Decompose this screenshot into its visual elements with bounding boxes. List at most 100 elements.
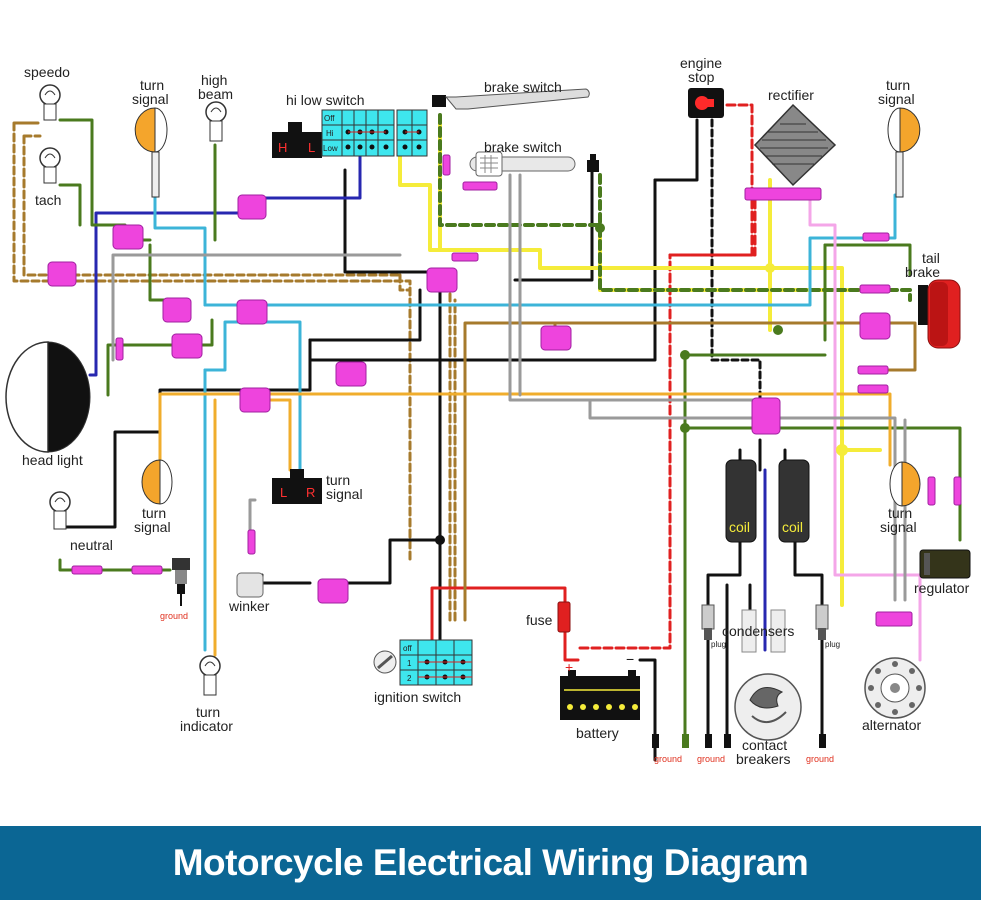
connector (239, 387, 271, 413)
contact-breakers-icon (734, 673, 802, 741)
hi-low-switch-label: hi low switch (286, 92, 365, 108)
labels: speedo tach turn signal high beam hi low… (22, 55, 970, 767)
engine-stop-label-1: engine (680, 55, 722, 71)
tail-brake-label-1: tail (922, 250, 940, 266)
turn-indicator-label-1: turn (196, 704, 220, 720)
rectifier-label: rectifier (768, 87, 814, 103)
turn-signal-front-right-icon (887, 107, 921, 198)
battery-minus-label: − (626, 651, 634, 667)
brake-switch-label-1: brake switch (484, 79, 562, 95)
neutral-label: neutral (70, 537, 113, 553)
wiring-diagram: H L Off Hi Low (5, 55, 971, 767)
turn-signal-switch-icon: L R (272, 469, 322, 504)
coil-label-1: coil (729, 519, 750, 535)
turn-indicator-bulb-icon (199, 655, 221, 696)
plug-label-1: plug (711, 640, 726, 649)
red-wires (430, 586, 580, 662)
hi-low-hi-label: Hi (326, 129, 334, 138)
turn-signal-fl-label-1: turn (140, 77, 164, 93)
hi-low-off-label: Off (324, 114, 335, 123)
ground-label-1: ground (654, 754, 682, 764)
connector (335, 361, 367, 387)
brake-pedal-switch-icon (469, 151, 599, 177)
alternator-icon (864, 657, 926, 719)
black-wires (58, 118, 824, 762)
connectors (47, 154, 962, 627)
fuse-icon (557, 601, 571, 633)
engine-stop-label-2: stop (688, 69, 715, 85)
contact-breakers-label-2: breakers (736, 751, 790, 767)
connector (237, 194, 267, 220)
condensers-icon (741, 609, 786, 653)
contact-breakers-label-1: contact (742, 737, 787, 753)
regulator-icon (919, 549, 971, 579)
turn-switch-l-label: L (280, 485, 287, 500)
ignition-2-label: 2 (407, 674, 412, 683)
title-banner: Motorcycle Electrical Wiring Diagram (0, 826, 981, 900)
ignition-switch-label: ignition switch (374, 689, 461, 705)
high-beam-bulb-icon (205, 101, 227, 142)
turn-signal-switch-label-2: signal (326, 486, 363, 502)
turn-signal-front-left-icon (134, 107, 168, 198)
head-light-icon (5, 341, 91, 453)
battery-plus-label: + (565, 659, 573, 675)
neutral-ground-icon (172, 558, 190, 606)
hi-low-l-label: L (308, 140, 315, 155)
turn-signal-rl-label-2: signal (134, 519, 171, 535)
tach-bulb-icon (39, 147, 61, 184)
connector (247, 529, 256, 555)
brake-lever-icon (432, 88, 590, 110)
connector (953, 476, 962, 506)
speedo-label: speedo (24, 64, 70, 80)
battery-icon: + − (560, 651, 640, 720)
ignition-switch: off 1 2 (373, 639, 473, 686)
connector (927, 476, 936, 506)
tail-brake-label-2: brake (905, 264, 940, 280)
page-title: Motorcycle Electrical Wiring Diagram (172, 842, 809, 883)
winker-relay-icon (236, 572, 264, 598)
wires (12, 103, 962, 762)
connector (317, 578, 349, 604)
head-light-label: head light (22, 452, 83, 468)
connector (875, 611, 913, 627)
turn-signal-rear-right-icon (889, 461, 921, 507)
winker-label: winker (228, 598, 270, 614)
connector (131, 565, 163, 575)
tail-brake-light-icon (918, 279, 961, 349)
connector (236, 299, 268, 325)
turn-signal-rr-label-1: turn (888, 505, 912, 521)
hi-low-h-label: H (278, 140, 287, 155)
battery-label: battery (576, 725, 619, 741)
connector (540, 325, 572, 351)
turn-signal-rear-left-icon (141, 459, 173, 505)
connector (442, 154, 451, 176)
engine-stop-wire (710, 118, 762, 402)
ignition-coils (725, 459, 810, 543)
connector (751, 397, 781, 435)
connector (115, 337, 124, 361)
high-beam-label-2: beam (198, 86, 233, 102)
brake-switch-label-2: brake switch (484, 139, 562, 155)
ground-neutral-label: ground (160, 611, 188, 621)
condensers-label: condensers (722, 623, 794, 639)
connector (862, 232, 890, 242)
connector (451, 252, 479, 262)
connector (462, 181, 498, 191)
turn-signal-rr-label-2: signal (880, 519, 917, 535)
connector (112, 224, 144, 250)
turn-signal-fl-label-2: signal (132, 91, 169, 107)
connector (171, 333, 203, 359)
turn-signal-switch-label-1: turn (326, 472, 350, 488)
turn-signal-fr-label-1: turn (886, 77, 910, 93)
rectifier-icon (753, 103, 837, 187)
hi-low-switch: H L Off Hi Low (272, 109, 428, 158)
pink-wires (808, 193, 922, 662)
connector (744, 187, 822, 201)
connector (857, 384, 889, 394)
red-dashed-wires (578, 103, 757, 650)
ground-label-3: ground (806, 754, 834, 764)
grey-wires (111, 173, 907, 602)
ground-label-2: ground (697, 754, 725, 764)
alternator-label: alternator (862, 717, 921, 733)
connector (426, 267, 458, 293)
